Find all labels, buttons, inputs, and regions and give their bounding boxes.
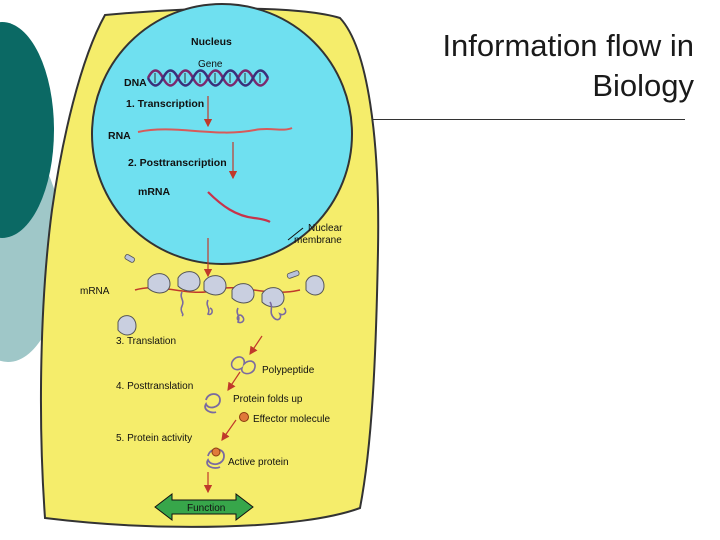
label-membrane: membrane [294, 235, 342, 246]
label-nuclear: Nuclear [308, 223, 343, 234]
label-transcription: 1. Transcription [126, 98, 204, 110]
dna-helix [146, 69, 270, 87]
ribosomes [117, 271, 325, 336]
label-nucleus: Nucleus [191, 36, 232, 48]
label-function: Function [187, 503, 225, 514]
arrow-translation [249, 335, 263, 355]
label-polypeptide: Polypeptide [262, 365, 315, 376]
title-line-1: Information flow in [442, 28, 694, 63]
folded-protein [204, 393, 221, 414]
function-arrow [154, 492, 254, 522]
arrow-posttranslation [227, 371, 241, 391]
peptide-chains [180, 291, 287, 324]
label-mrna-cytoplasm: mRNA [80, 286, 110, 297]
arrow-protein-activity [221, 419, 237, 441]
label-rna: RNA [108, 130, 131, 142]
label-mrna-nucleus: mRNA [138, 186, 171, 198]
trna-molecules [124, 254, 300, 279]
label-dna: DNA [124, 77, 147, 89]
rna-strand [137, 127, 293, 134]
slide-title: Information flow in Biology [374, 26, 694, 106]
nuclear-membrane-pointer [287, 227, 304, 241]
label-protein-folds-up: Protein folds up [233, 394, 303, 405]
label-translation: 3. Translation [116, 336, 176, 347]
teal-dark-circle [0, 22, 54, 238]
label-effector-molecule: Effector molecule [253, 414, 331, 425]
effector-molecule [239, 412, 249, 422]
label-gene: Gene [198, 59, 223, 70]
label-posttranscription: 2. Posttranscription [128, 157, 227, 169]
label-active-protein: Active protein [228, 457, 289, 468]
mrna-strand [207, 191, 271, 223]
nucleus [91, 3, 353, 265]
title-line-2: Biology [592, 68, 694, 103]
active-protein [206, 447, 225, 469]
label-protein-activity: 5. Protein activity [116, 433, 192, 444]
title-divider [363, 119, 685, 120]
label-posttranslation: 4. Posttranslation [116, 381, 193, 392]
polypeptide-coil [230, 356, 256, 375]
